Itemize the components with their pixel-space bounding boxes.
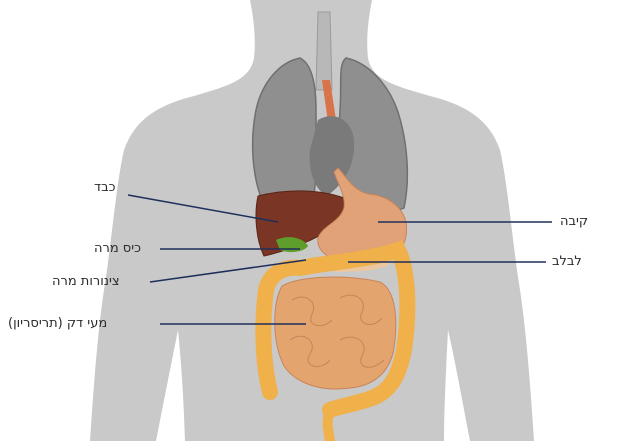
rectum: [328, 410, 330, 441]
small-intestine: [275, 277, 396, 389]
gallbladder-label: כיס מרה: [94, 241, 141, 257]
bile-ducts-label: צינורות מרה: [52, 274, 120, 290]
small-intestine-label: מעי דק (תריסריון): [8, 316, 107, 332]
liver-label: כבד: [94, 180, 116, 196]
trachea: [316, 12, 332, 90]
pancreas-label: לבלב: [552, 254, 582, 270]
stomach-label: קיבה: [560, 214, 588, 230]
